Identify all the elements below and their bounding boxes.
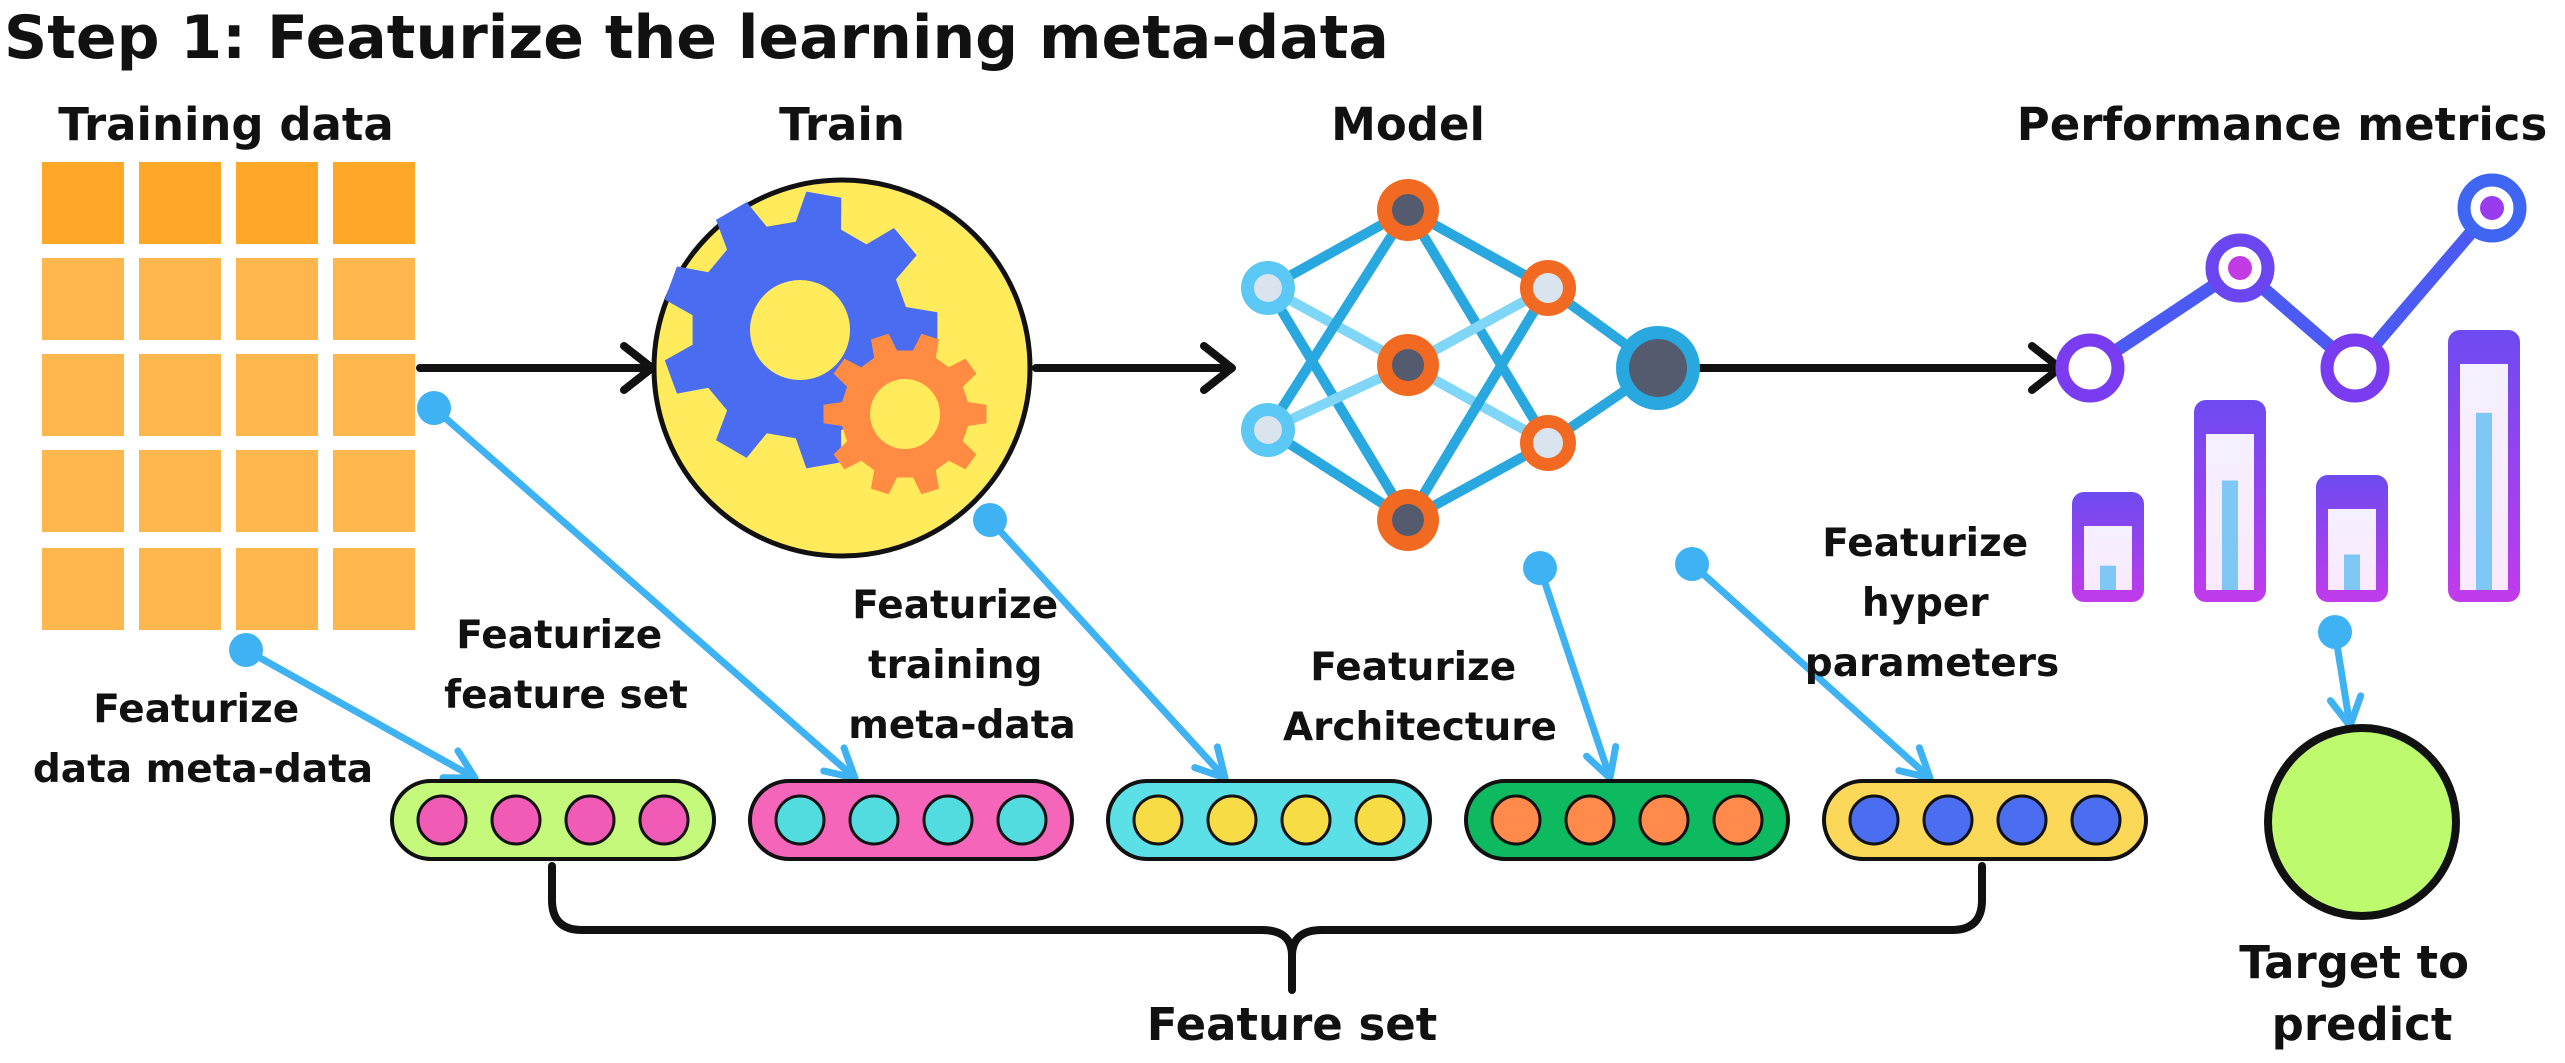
feature-dot bbox=[1638, 794, 1690, 846]
grid-cell bbox=[139, 548, 221, 630]
grid-cell bbox=[42, 162, 124, 244]
grid-cell bbox=[333, 354, 415, 436]
feature-vector bbox=[1464, 779, 1790, 861]
stage-label-model: Model bbox=[1331, 98, 1485, 151]
feature-dot bbox=[490, 794, 542, 846]
feature-set-label: Feature set bbox=[1147, 998, 1438, 1051]
diagram-title: Step 1: Featurize the learning meta-data bbox=[4, 3, 1389, 73]
grid-cell bbox=[236, 162, 318, 244]
feature-dot bbox=[1996, 794, 2048, 846]
grid-cell bbox=[236, 354, 318, 436]
feature-vector bbox=[390, 779, 716, 861]
flow-arrow-data-to-train bbox=[416, 342, 656, 394]
feature-dot bbox=[1354, 794, 1406, 846]
grid-cell bbox=[333, 258, 415, 340]
annotation-data-meta-data: Featurize data meta-data bbox=[33, 687, 373, 792]
feature-dot bbox=[1564, 794, 1616, 846]
feature-dot bbox=[2070, 794, 2122, 846]
feature-pointer-arrows bbox=[229, 391, 2365, 782]
feature-vector bbox=[1106, 779, 1432, 861]
feature-dot bbox=[922, 794, 974, 846]
stage-label-train: Train bbox=[779, 98, 905, 151]
feature-dot bbox=[1132, 794, 1184, 846]
feature-dot bbox=[1490, 794, 1542, 846]
grid-cell bbox=[42, 450, 124, 532]
target-circle bbox=[2264, 724, 2460, 920]
annotation-architecture: Featurize Architecture bbox=[1283, 645, 1557, 750]
grid-cell bbox=[236, 258, 318, 340]
grid-cell bbox=[236, 450, 318, 532]
feature-dot bbox=[1712, 794, 1764, 846]
feature-dot bbox=[1922, 794, 1974, 846]
annotation-training-meta-data: Featurize training meta-data bbox=[848, 583, 1075, 748]
stage-label-training-data: Training data bbox=[58, 98, 394, 151]
feature-dot bbox=[416, 794, 468, 846]
grid-cell bbox=[333, 548, 415, 630]
grid-cell bbox=[139, 258, 221, 340]
flow-arrow-model-to-metrics bbox=[1696, 342, 2064, 394]
grid-cell bbox=[139, 450, 221, 532]
grid-cell bbox=[333, 450, 415, 532]
grid-cell bbox=[333, 162, 415, 244]
train-gears-icon bbox=[651, 177, 1033, 559]
performance-metrics-chart-icon bbox=[2055, 173, 2527, 602]
feature-dot bbox=[848, 794, 900, 846]
annotation-hyper-parameters: Featurize hyper parameters bbox=[1805, 521, 2059, 686]
feature-vectors bbox=[390, 779, 2148, 861]
feature-vector bbox=[1822, 779, 2148, 861]
annotation-feature-set: Featurize feature set bbox=[444, 613, 688, 718]
grid-cell bbox=[139, 354, 221, 436]
feature-vector bbox=[748, 779, 1074, 861]
feature-set-brace bbox=[548, 862, 1986, 994]
feature-dot bbox=[638, 794, 690, 846]
feature-dot bbox=[774, 794, 826, 846]
feature-dot bbox=[564, 794, 616, 846]
grid-cell bbox=[42, 548, 124, 630]
neural-network-model-icon bbox=[1241, 179, 1700, 551]
stage-label-performance: Performance metrics bbox=[2017, 98, 2548, 151]
grid-cell bbox=[42, 258, 124, 340]
feature-dot bbox=[996, 794, 1048, 846]
feature-dot bbox=[1280, 794, 1332, 846]
flow-arrow-train-to-model bbox=[1032, 342, 1236, 394]
target-label: Target to predict bbox=[2239, 936, 2484, 1051]
grid-cell bbox=[139, 162, 221, 244]
grid-cell bbox=[42, 354, 124, 436]
training-data-table-icon bbox=[42, 162, 415, 630]
grid-cell bbox=[236, 548, 318, 630]
feature-dot bbox=[1206, 794, 1258, 846]
feature-dot bbox=[1848, 794, 1900, 846]
